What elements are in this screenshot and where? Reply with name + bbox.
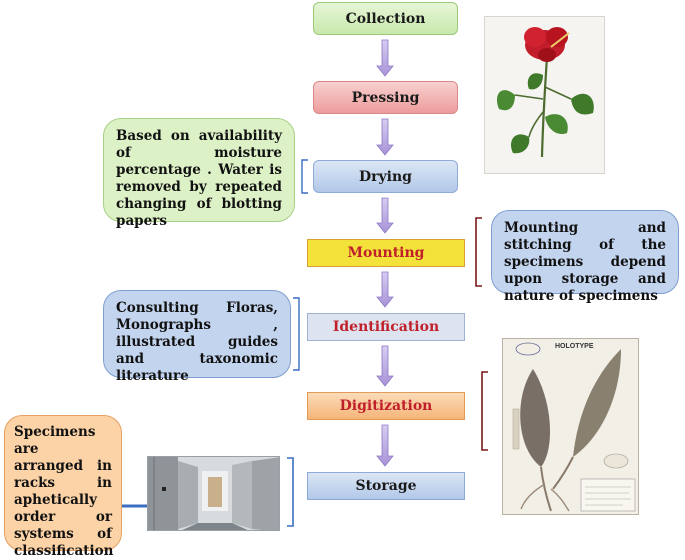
note-storage: Specimens are arranged in racks in aphet… — [4, 415, 122, 559]
step-storage-label: Storage — [355, 478, 417, 494]
step-identification: Identification — [307, 313, 465, 341]
bracket-mounting — [475, 217, 482, 287]
note-identification-text: Consulting Floras, Monographs , illustra… — [116, 300, 278, 384]
step-digitization-label: Digitization — [339, 398, 433, 414]
storage-room-drawing — [148, 457, 279, 530]
hibiscus-specimen-image — [484, 16, 605, 174]
note-identification: Consulting Floras, Monographs , illustra… — [103, 290, 291, 384]
bracket-identification — [293, 297, 300, 371]
step-digitization: Digitization — [307, 392, 465, 420]
hibiscus-drawing — [485, 17, 604, 173]
step-collection-label: Collection — [345, 10, 426, 27]
bracket-drying — [301, 159, 308, 194]
note-mounting-text: Mounting and stitching of the specimens … — [504, 220, 666, 304]
flow-arrow-2 — [376, 118, 394, 156]
herbarium-drawing — [512, 342, 636, 512]
step-mounting-label: Mounting — [347, 245, 425, 261]
storage-room-image — [147, 456, 280, 531]
flow-arrow-1 — [376, 39, 394, 77]
step-drying: Drying — [313, 160, 458, 193]
note-drying: Based on availability of moisture percen… — [103, 118, 295, 229]
bracket-digitization — [481, 371, 488, 451]
step-identification-label: Identification — [332, 319, 440, 335]
step-drying-label: Drying — [359, 168, 412, 185]
note-mounting: Mounting and stitching of the specimens … — [491, 210, 679, 304]
note-storage-text: Specimens are arranged in racks in aphet… — [14, 424, 114, 559]
flow-arrow-5 — [376, 345, 394, 387]
holotype-label: HOLOTYPE — [555, 343, 594, 350]
step-pressing: Pressing — [313, 81, 458, 114]
bracket-storage — [287, 457, 294, 527]
step-storage: Storage — [307, 472, 465, 500]
flow-arrow-3 — [376, 197, 394, 234]
flow-arrow-6 — [376, 424, 394, 467]
step-collection: Collection — [313, 2, 458, 35]
herbarium-sheet-image: HOLOTYPE — [502, 338, 639, 515]
step-mounting: Mounting — [307, 239, 465, 267]
note-drying-text: Based on availability of moisture percen… — [116, 128, 282, 229]
step-pressing-label: Pressing — [351, 89, 420, 106]
flow-arrow-4 — [376, 271, 394, 308]
